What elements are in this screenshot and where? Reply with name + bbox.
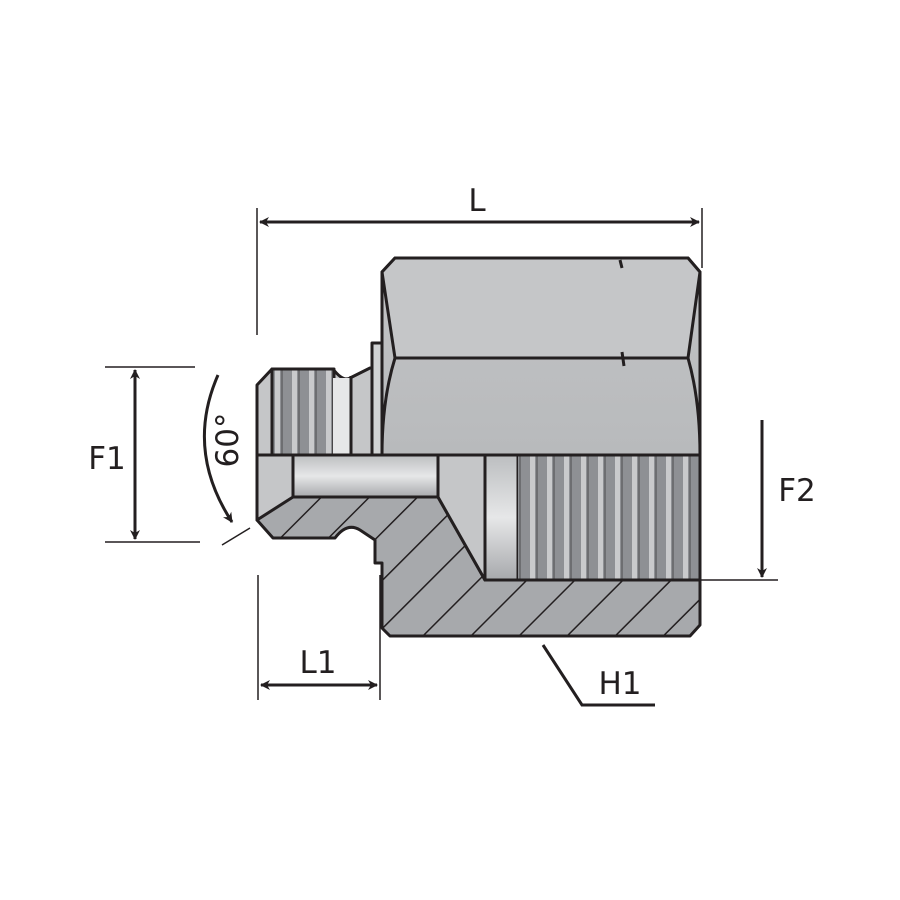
hex-flat-top (380, 256, 702, 360)
label-F1: F1 (88, 441, 126, 477)
label-L1: L1 (300, 645, 337, 681)
large-bore-relief (483, 453, 520, 582)
small-bore (291, 453, 440, 499)
label-angle: 60° (210, 413, 246, 468)
label-F2: F2 (778, 473, 816, 509)
angle-arc (202, 374, 234, 523)
female-thread (518, 455, 700, 580)
label-H1: H1 (598, 666, 641, 702)
spigot-thread (270, 367, 336, 457)
label-L: L (468, 183, 486, 219)
H1-leader (541, 644, 655, 707)
